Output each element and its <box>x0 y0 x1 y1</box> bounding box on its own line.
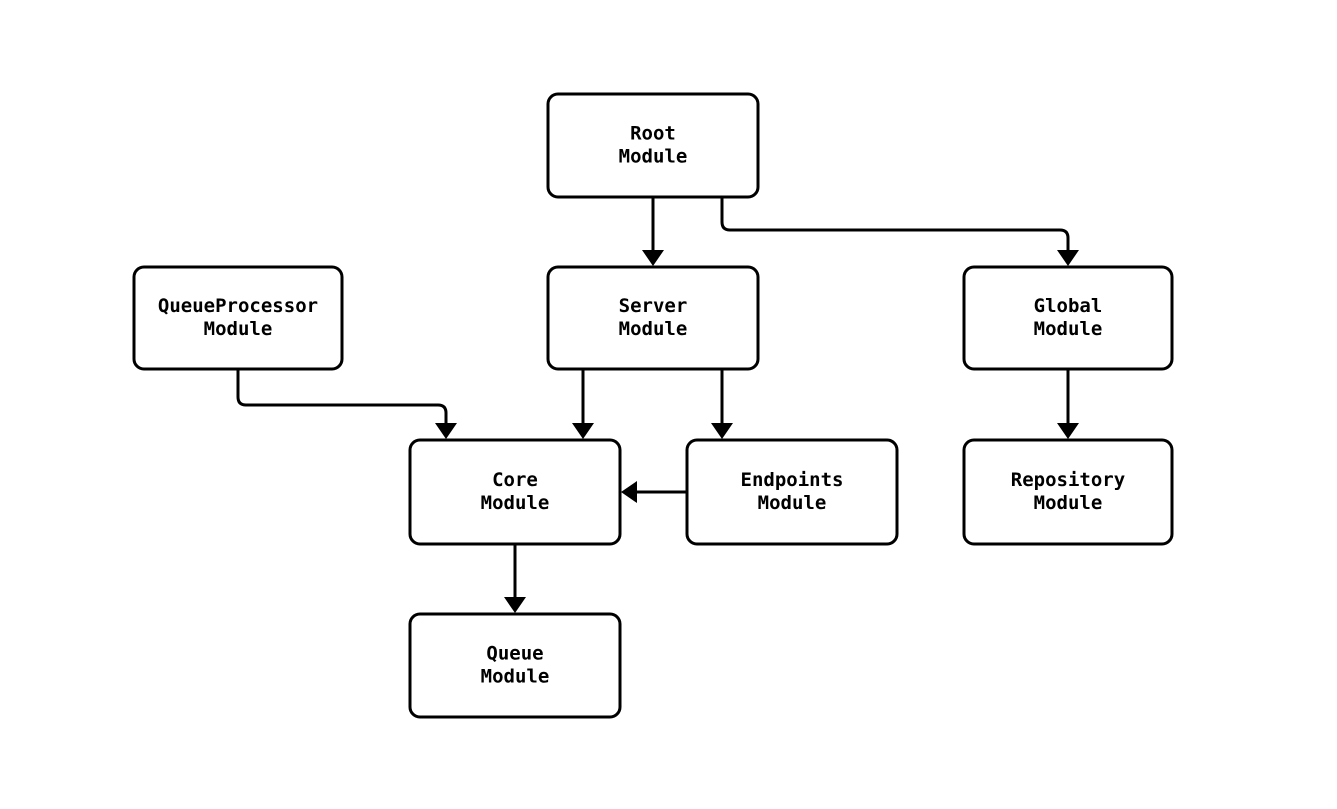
queueprocessor-module-node-box[interactable] <box>132 265 344 371</box>
core-module-node-label-line-2: Module <box>481 492 550 514</box>
global-module-node-box[interactable] <box>962 265 1174 371</box>
server-module-node-box[interactable] <box>546 265 760 371</box>
edge-root-to-global-line <box>720 197 1070 258</box>
queue-module-node-label-line-1: Queue <box>486 643 543 665</box>
endpoints-module-node-label-line-1: Endpoints <box>741 469 844 491</box>
global-module-node-label-line-2: Module <box>1034 318 1103 340</box>
server-module-node-label-line-1: Server <box>619 295 688 317</box>
edge-queueprocessor-to-core-line <box>236 369 448 431</box>
edge-global-to-repository-arrowhead <box>1057 423 1079 439</box>
repository-module-node-label-line-1: Repository <box>1011 469 1125 491</box>
repository-module-node-label-line-2: Module <box>1034 492 1103 514</box>
core-module-node-label-line-1: Core <box>492 469 538 491</box>
edge-root-to-server-arrowhead <box>642 250 664 266</box>
edge-core-to-queue-arrowhead <box>504 597 526 613</box>
edge-root-to-global <box>720 197 1079 266</box>
repository-module-node-box[interactable] <box>962 438 1174 546</box>
endpoints-module-node-label-line-2: Module <box>758 492 827 514</box>
queueprocessor-module-node-label-line-1: QueueProcessor <box>158 295 318 317</box>
edge-root-to-global-arrowhead <box>1057 250 1079 266</box>
edge-endpoints-to-core <box>621 481 687 503</box>
queueprocessor-module-node-label-line-2: Module <box>204 318 273 340</box>
endpoints-module-node-box[interactable] <box>685 438 899 546</box>
core-module-node-box[interactable] <box>408 438 622 546</box>
edge-server-to-core-arrowhead <box>572 423 594 439</box>
queue-module-node-box[interactable] <box>408 612 622 719</box>
server-module-node-label-line-2: Module <box>619 318 688 340</box>
edge-global-to-repository <box>1057 369 1079 439</box>
root-module-node-label-line-2: Module <box>619 146 688 168</box>
edge-queueprocessor-to-core-arrowhead <box>435 423 457 439</box>
edge-server-to-endpoints-arrowhead <box>711 423 733 439</box>
root-module-node-label-line-1: Root <box>630 123 676 145</box>
edge-queueprocessor-to-core <box>236 369 457 439</box>
edge-server-to-endpoints <box>711 369 733 439</box>
global-module-node-label-line-1: Global <box>1034 295 1103 317</box>
queue-module-node-label-line-2: Module <box>481 666 550 688</box>
root-module-node-box[interactable] <box>546 92 760 199</box>
edges-layer <box>236 197 1079 613</box>
edge-root-to-server <box>642 197 664 266</box>
edge-endpoints-to-core-arrowhead <box>621 481 637 503</box>
edge-core-to-queue <box>504 544 526 613</box>
nodes-layer: RootModuleQueueProcessorModuleServerModu… <box>132 92 1174 719</box>
edge-server-to-core <box>572 369 594 439</box>
